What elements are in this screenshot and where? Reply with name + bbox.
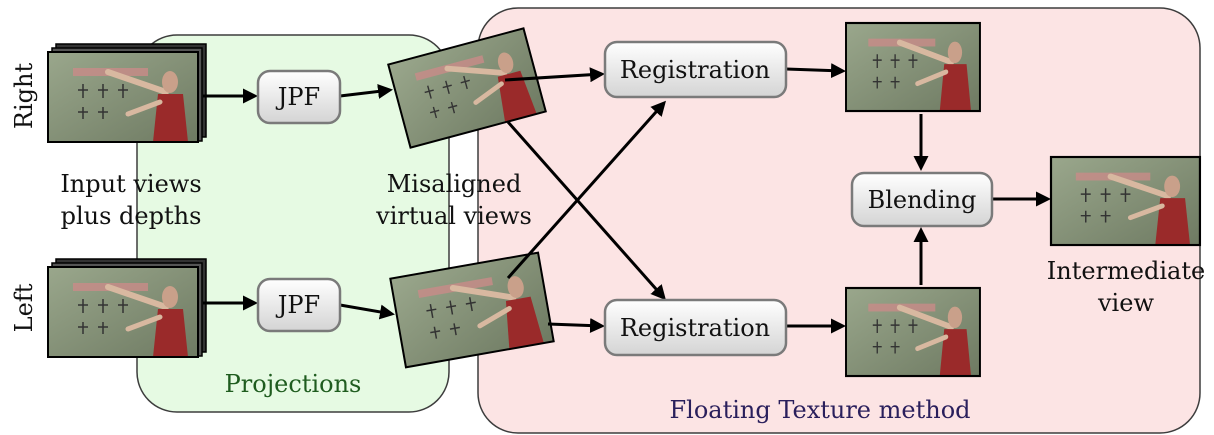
projections-region [136,34,450,413]
arrow-jpf-bottom-to-misaligned [339,303,395,320]
blending-label: Blending [868,186,977,214]
blending-box: Blending [850,171,994,228]
arrow-cross-bottom-to-top [506,100,666,279]
registration-label-top: Registration [620,56,770,84]
misaligned-view-top [388,28,545,147]
jpf-label-top: JPF [275,83,320,111]
misaligned-view-bottom [390,253,553,368]
intermediate-label-line1: Intermediate [1047,257,1205,285]
intermediate-view [1051,157,1200,245]
arrow-reg-top-to-registered [785,63,846,79]
arrow-misaligned-bottom-to-reg-bottom [547,318,605,334]
arrow-jpf-top-to-misaligned [339,83,393,99]
registered-view-bottom [846,288,980,376]
left-input-stack [48,258,207,357]
arrow-misaligned-top-to-reg-top [504,67,605,83]
jpf-label-bottom: JPF [275,291,320,319]
arrow-cross-top-to-bottom [506,121,666,301]
jpf-box-bottom: JPF [256,277,342,333]
intermediate-label-line2: view [1097,289,1154,317]
right-input-stack [48,43,207,142]
floating-texture-region-label: Floating Texture method [669,396,970,424]
registration-box-bottom: Registration [603,298,788,357]
registered-view-top [846,23,980,111]
misaligned-label-line1: Misaligned [387,170,522,198]
right-label: Right [10,63,38,130]
misaligned-label-line2: virtual views [375,202,532,230]
input-views-label-line1: Input views [60,170,201,198]
registration-label-bottom: Registration [620,314,770,342]
registration-box-top: Registration [603,40,788,99]
jpf-box-top: JPF [256,69,342,125]
left-label: Left [10,283,38,332]
arrows [203,63,1051,334]
projections-region-label: Projections [225,370,362,398]
input-views-label-line2: plus depths [61,202,202,230]
